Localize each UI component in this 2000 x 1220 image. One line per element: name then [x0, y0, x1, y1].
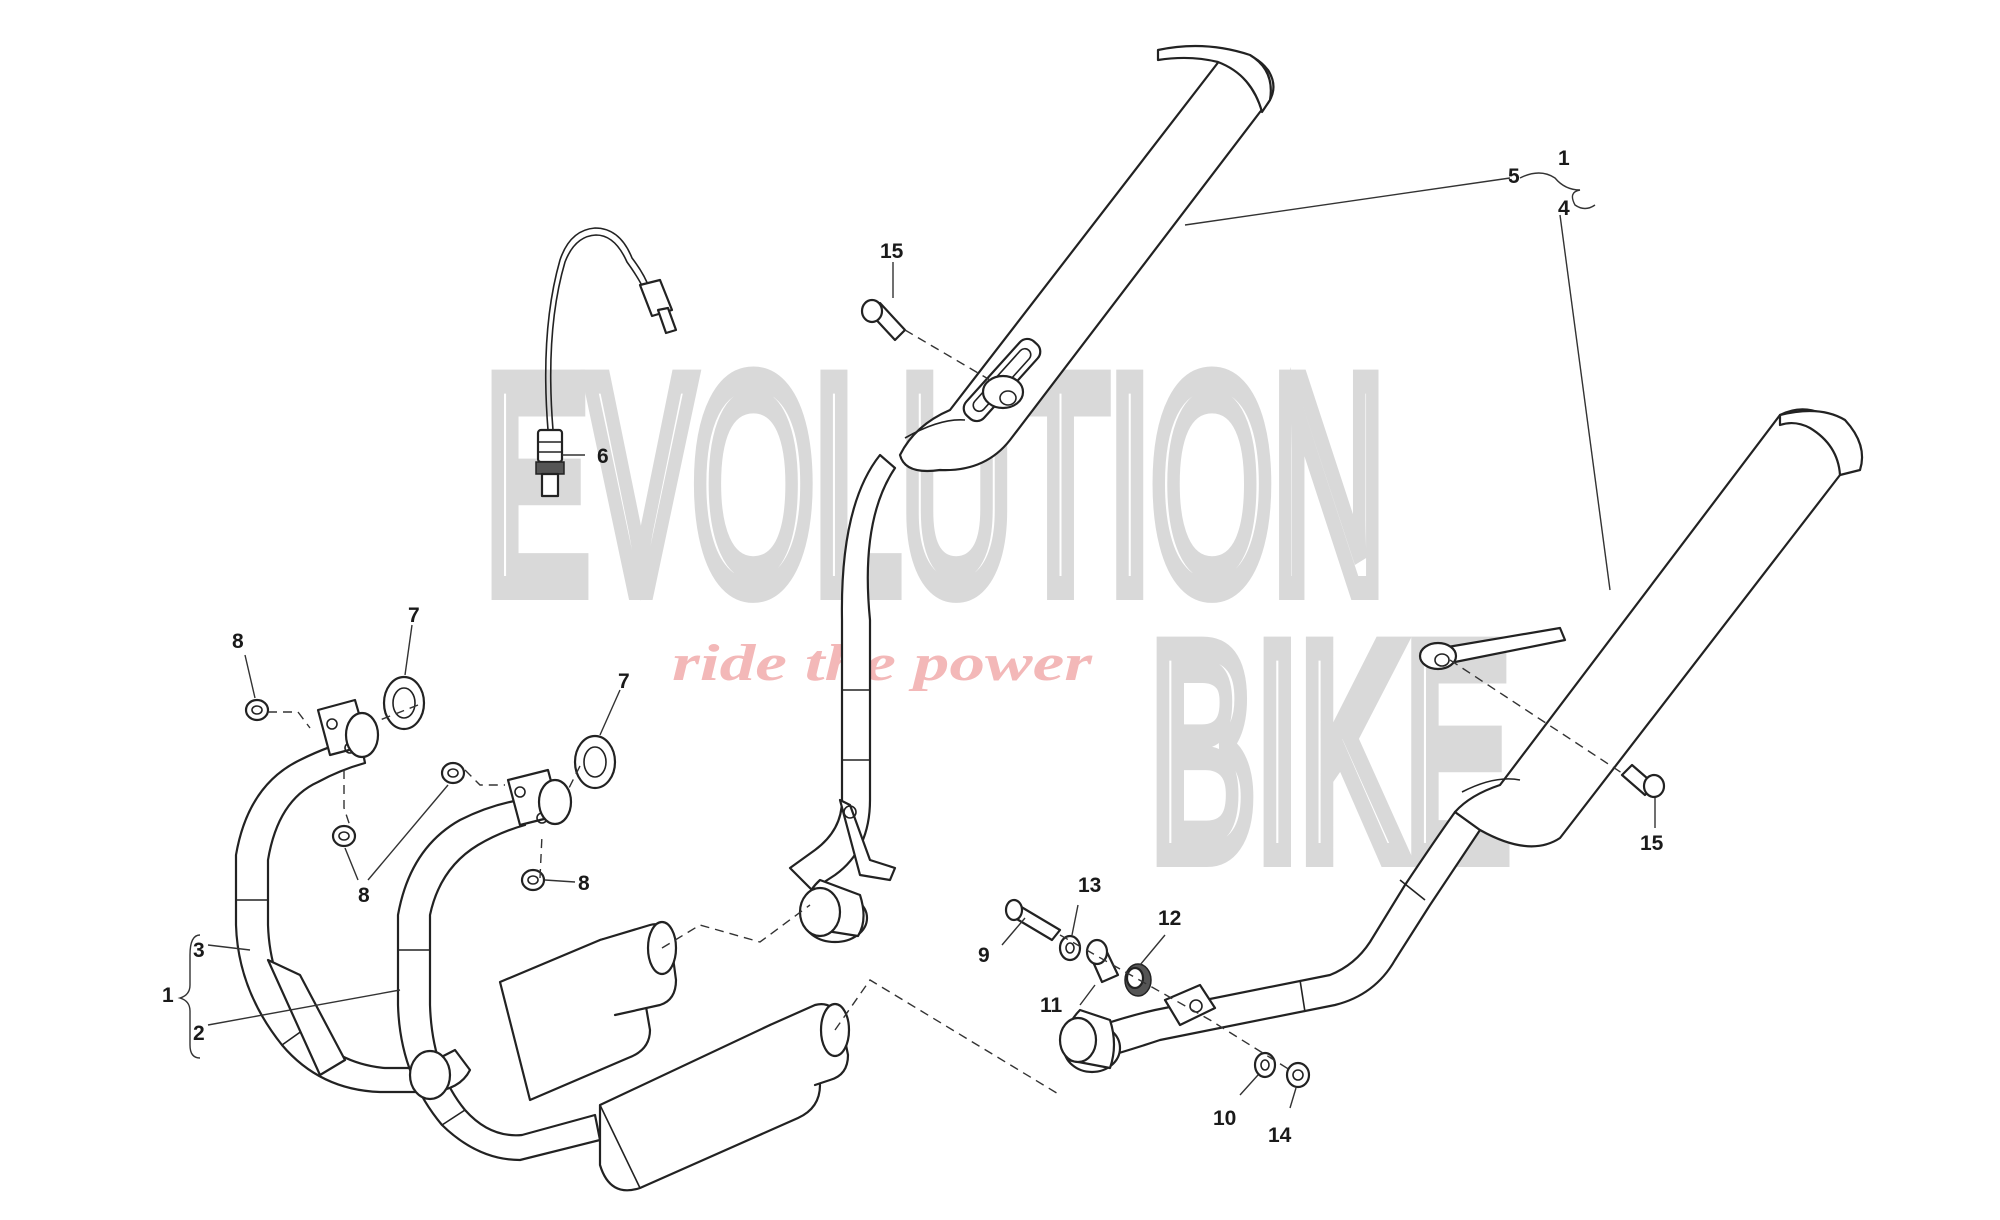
callout-2: 2 [193, 1022, 205, 1045]
watermark-evolution: EVOLUTION [485, 316, 1385, 652]
small-parts [244, 227, 1666, 1089]
watermark-tagline: ride the power [672, 635, 1093, 692]
callout-8-mid: 8 [358, 884, 370, 907]
callout-1-left: 1 [162, 984, 174, 1007]
callout-8-top: 8 [232, 630, 244, 653]
callout-3: 3 [193, 939, 205, 962]
watermark: EVOLUTION BIKE ride the power [473, 304, 1522, 931]
assembly-lines [268, 329, 1626, 1096]
callout-12: 12 [1158, 907, 1181, 930]
callout-15-left: 15 [880, 240, 904, 263]
callout-11: 11 [1040, 994, 1063, 1017]
callout-7-left: 7 [408, 604, 420, 627]
callout-10: 10 [1213, 1107, 1236, 1130]
callout-7-right: 7 [618, 670, 630, 693]
callout-4: 4 [1558, 197, 1570, 220]
callout-14: 14 [1268, 1124, 1292, 1147]
right-muffler [1058, 408, 1864, 1074]
callout-13: 13 [1078, 874, 1101, 897]
callout-6: 6 [597, 445, 609, 468]
leader-lines [177, 172, 1656, 1109]
callout-5: 5 [1508, 165, 1520, 188]
callout-8-right: 8 [578, 872, 590, 895]
header-pipes [234, 698, 851, 1192]
callout-labels: 1 2 3 1 4 5 6 7 7 8 8 8 9 10 11 12 13 14… [162, 147, 1664, 1147]
callout-1-right: 1 [1558, 147, 1570, 170]
callout-9: 9 [978, 944, 990, 967]
callout-15-right: 15 [1640, 832, 1664, 855]
watermark-bike: BIKE [1150, 583, 1510, 919]
